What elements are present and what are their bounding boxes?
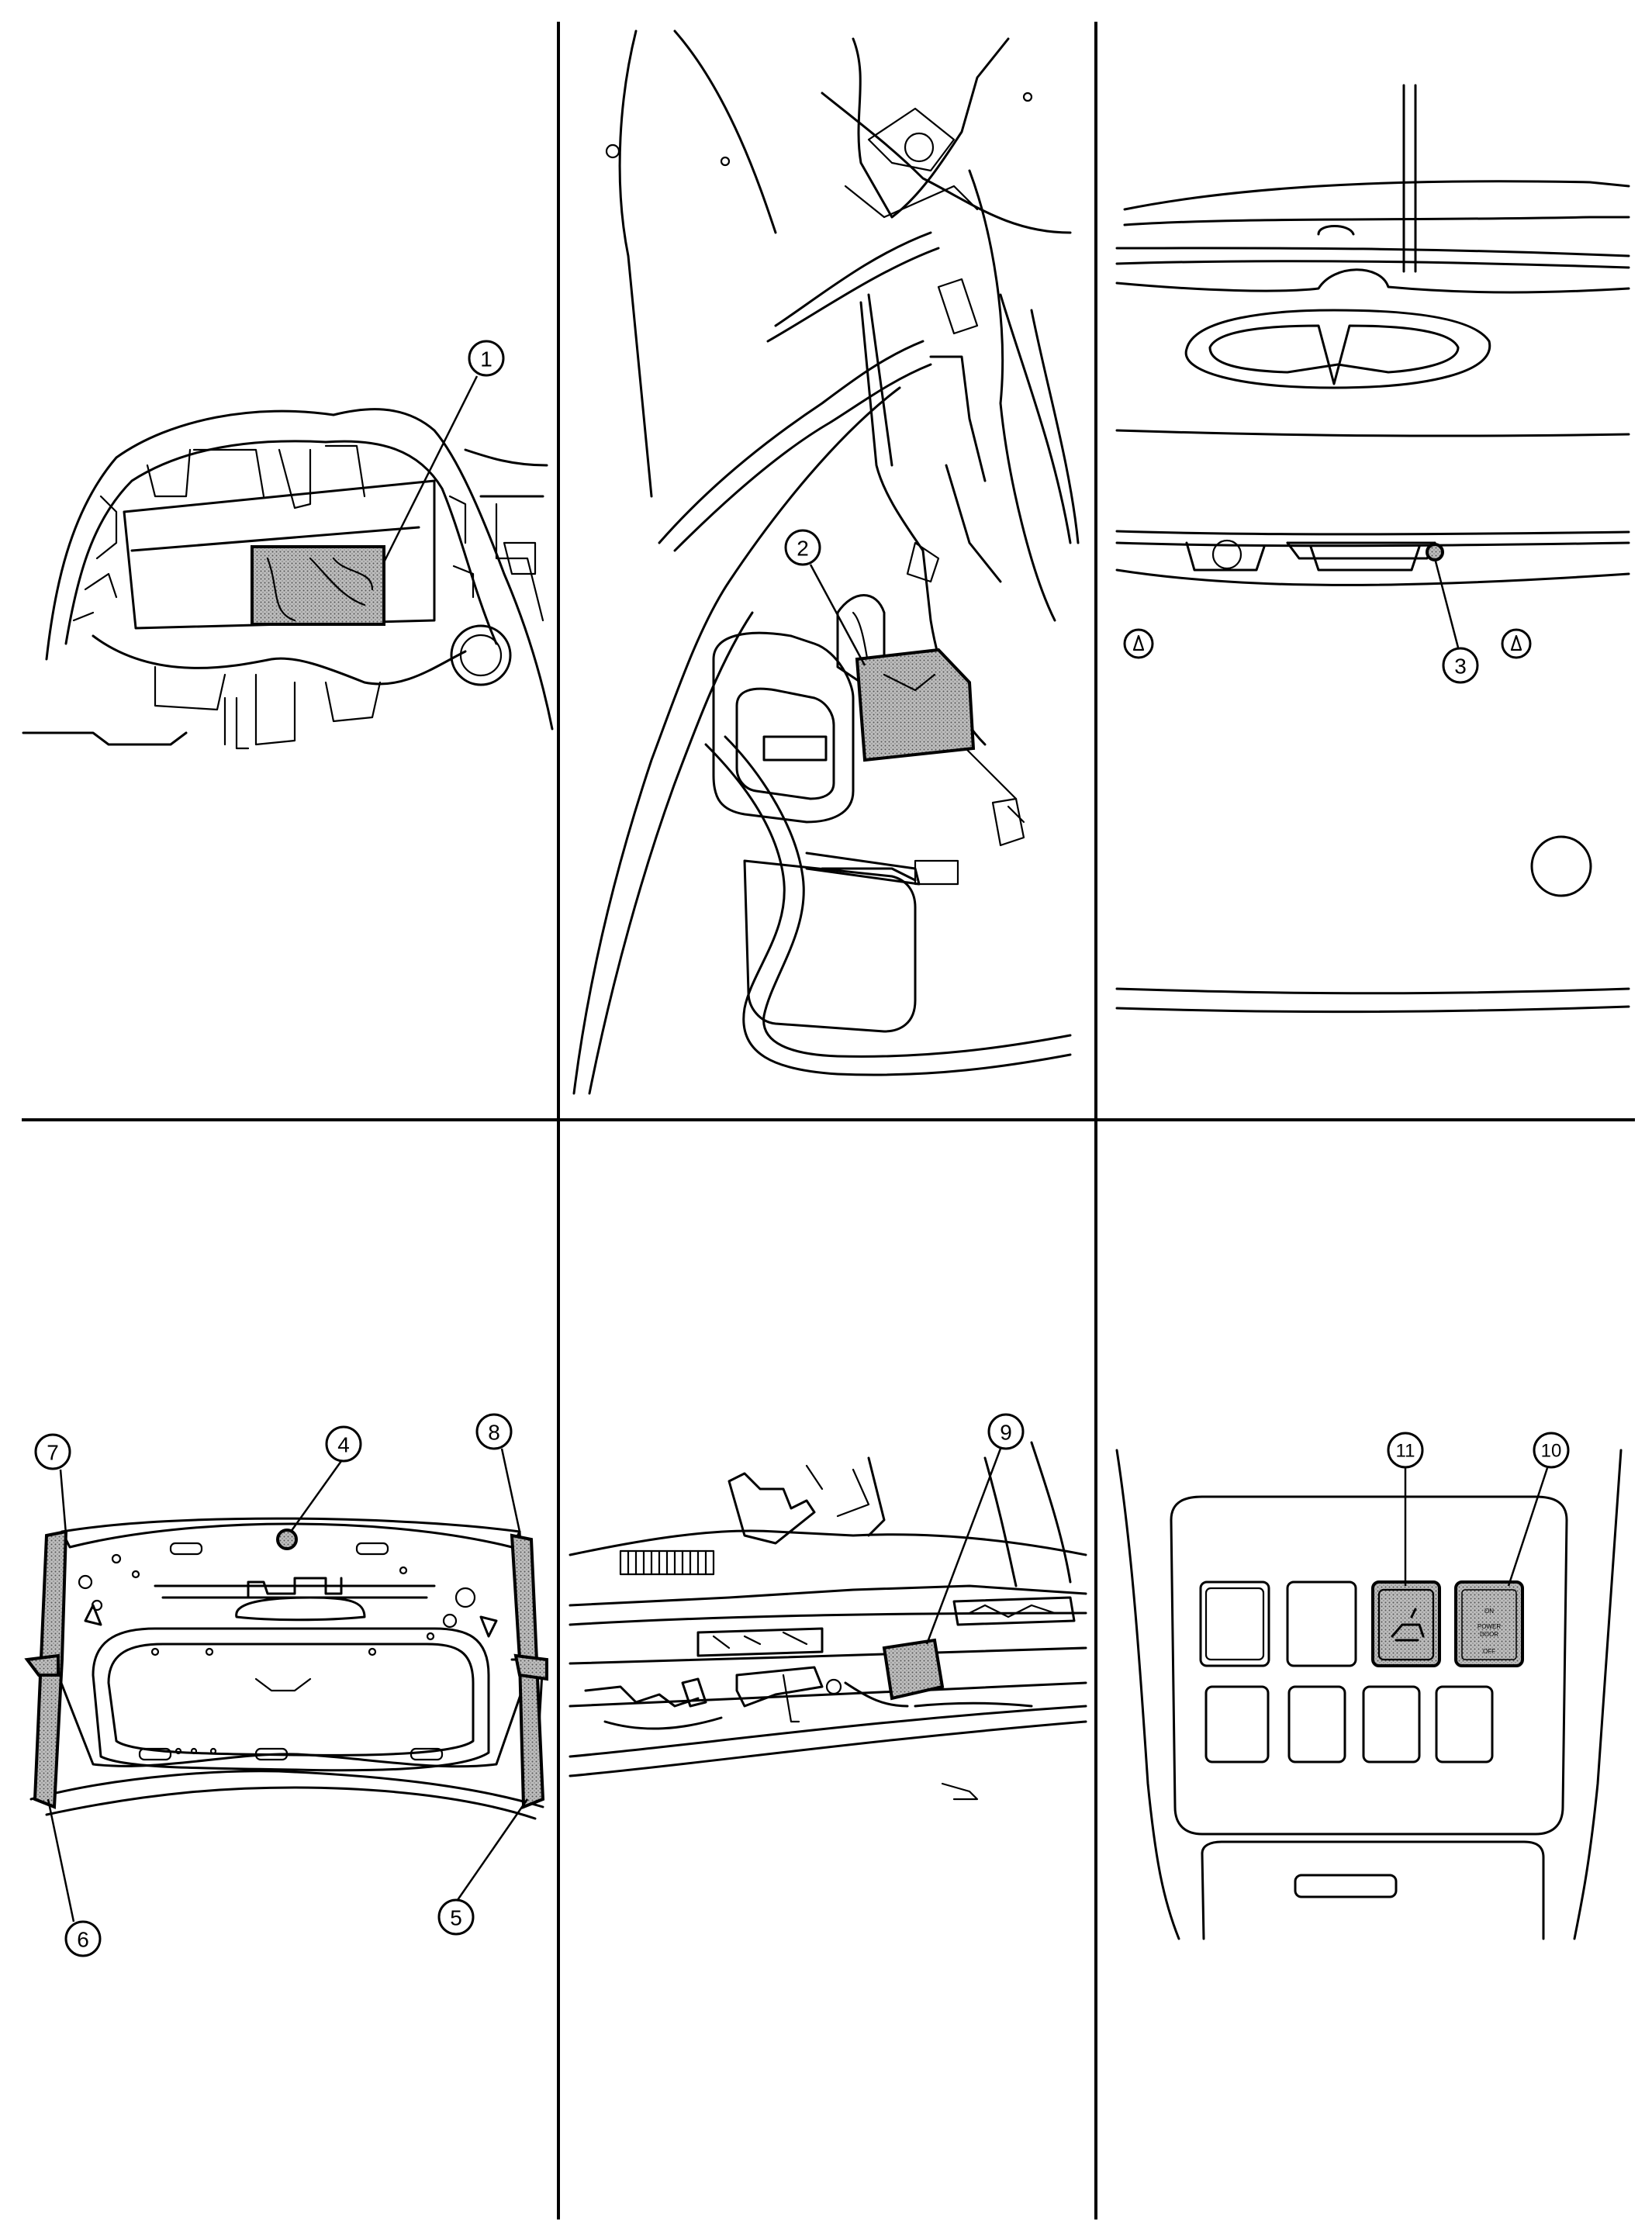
leader-8 xyxy=(500,1448,521,1532)
callout-2: 2 xyxy=(784,529,821,566)
callout-4: 4 xyxy=(325,1425,362,1463)
panel-2-side-trim xyxy=(572,29,1080,1095)
switch-off-label: OFF xyxy=(1483,1648,1495,1655)
svg-text:2: 2 xyxy=(797,537,809,561)
callout-1: 1 xyxy=(468,340,505,377)
switch-door-label: DOOR xyxy=(1480,1631,1498,1638)
part-1-highlight xyxy=(251,545,385,626)
part-2-highlight xyxy=(855,648,976,762)
leader-5 xyxy=(456,1798,529,1901)
svg-text:5: 5 xyxy=(450,1906,462,1930)
panel-4-back-door xyxy=(24,1448,548,1922)
callout-6: 6 xyxy=(64,1920,102,1957)
svg-text:8: 8 xyxy=(488,1421,500,1445)
part-3-highlight xyxy=(1426,543,1444,561)
svg-text:9: 9 xyxy=(1000,1421,1012,1445)
leader-9 xyxy=(925,1448,1002,1645)
svg-text:3: 3 xyxy=(1454,655,1467,679)
part-9-highlight xyxy=(882,1638,945,1701)
panel-3-rear-emblem xyxy=(1115,84,1630,1014)
leader-4 xyxy=(289,1460,343,1532)
callout-5: 5 xyxy=(437,1898,475,1936)
callout-3: 3 xyxy=(1442,647,1479,684)
leader-7 xyxy=(59,1469,67,1535)
leader-2 xyxy=(809,564,866,666)
leader-6 xyxy=(47,1798,75,1922)
part-4-highlight xyxy=(276,1529,298,1550)
callout-7: 7 xyxy=(34,1433,71,1470)
callout-8: 8 xyxy=(475,1413,513,1450)
part-10-highlight xyxy=(1454,1580,1524,1667)
svg-text:7: 7 xyxy=(47,1441,59,1465)
panel-1-trunk-interior xyxy=(22,375,554,750)
panel-5-back-door-finisher xyxy=(569,1441,1087,1801)
svg-text:10: 10 xyxy=(1541,1441,1562,1462)
switch-power-label: POWER xyxy=(1477,1623,1501,1630)
panel-grid xyxy=(22,22,1635,2219)
panel-6-switch-panel: ON POWER DOOR OFF xyxy=(1115,1449,1623,1940)
svg-text:11: 11 xyxy=(1396,1441,1415,1462)
svg-text:6: 6 xyxy=(77,1928,89,1952)
leader-1 xyxy=(382,375,479,563)
callout-10: 10 xyxy=(1533,1432,1570,1469)
svg-text:4: 4 xyxy=(337,1433,350,1457)
leader-10 xyxy=(1507,1467,1549,1587)
callout-11: 11 xyxy=(1387,1432,1424,1469)
leader-3 xyxy=(1433,558,1460,648)
callout-9: 9 xyxy=(987,1413,1025,1450)
svg-text:1: 1 xyxy=(480,347,492,371)
switch-on-label: ON xyxy=(1484,1608,1494,1615)
